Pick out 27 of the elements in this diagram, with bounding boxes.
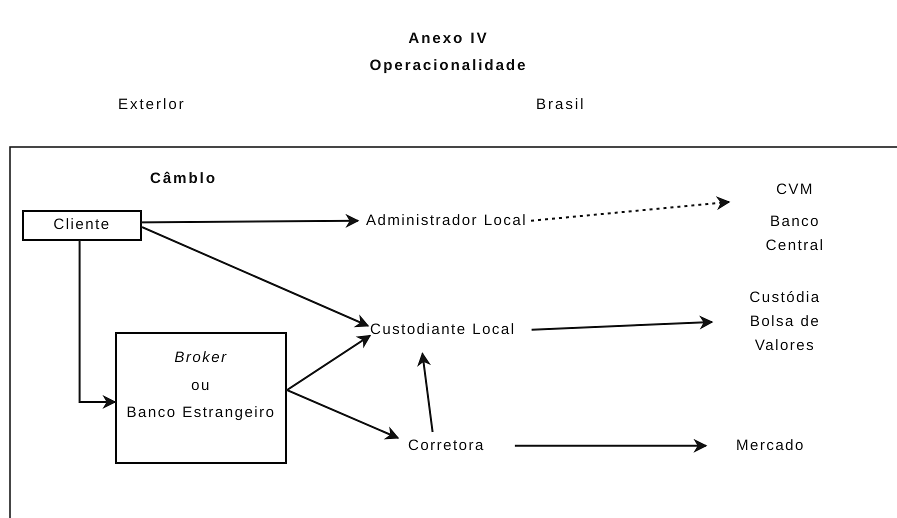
node-text: Administrador Local: [366, 211, 528, 230]
arrow: [530, 196, 730, 222]
arrow: [286, 334, 372, 391]
node-text: Custodiante Local: [370, 320, 516, 340]
arrow: [142, 226, 370, 328]
broker-box: [115, 332, 287, 464]
node-text: Cliente: [52, 215, 112, 234]
arrow: [142, 214, 360, 228]
node-text: Mercado: [736, 436, 805, 456]
region-label: Exterlor: [118, 96, 186, 113]
node-text: Broker: [173, 348, 229, 368]
arrow: [78, 241, 116, 409]
node-text: Corretora: [408, 436, 485, 456]
arrow: [532, 316, 714, 331]
client-box: [22, 210, 142, 241]
node-text: CVM: [775, 180, 815, 200]
arrow: [514, 438, 708, 453]
node-text: ou: [190, 376, 212, 395]
subtitle: Operacionalidade: [368, 57, 528, 74]
node-text: Custódia Bolsa de Valores: [748, 288, 822, 356]
arrow: [286, 389, 400, 440]
node-text: Banco Central: [764, 212, 826, 256]
section-label: Câmblo: [150, 170, 218, 187]
arrow: [417, 352, 434, 432]
region-label: Brasil: [536, 96, 586, 113]
title: Anexo IV: [407, 30, 490, 47]
node-text: Banco Estrangeiro: [126, 403, 276, 422]
